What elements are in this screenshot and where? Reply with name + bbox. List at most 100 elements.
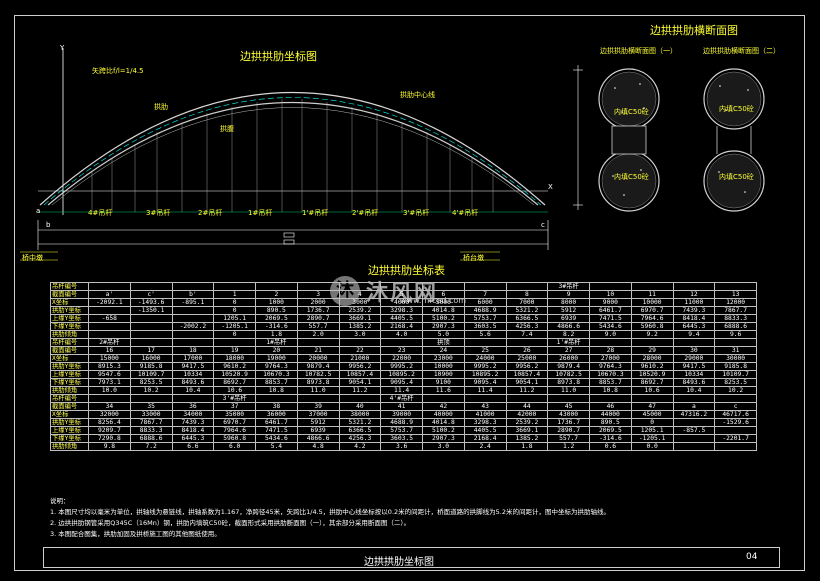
- table-cell: [338, 394, 382, 403]
- table-cell: 1.8: [505, 442, 549, 451]
- table-cell: [463, 394, 507, 403]
- table-cell: 8493.6: [672, 378, 716, 387]
- table-cell: 9417.5: [672, 362, 716, 371]
- table-cell: 5100.2: [422, 426, 465, 435]
- table-cell: [171, 330, 215, 339]
- table-cell: 9.4: [672, 330, 716, 339]
- table-cell: 9209.7: [88, 426, 131, 435]
- table-cell: [672, 442, 716, 451]
- table-cell: 41: [380, 402, 423, 411]
- table-cell: 8853.7: [255, 378, 298, 387]
- table-cell: 557.7: [296, 322, 340, 331]
- table-cell: 11.2: [338, 386, 382, 395]
- table-cell: 2907.3: [422, 322, 465, 331]
- table-cell: 20000: [296, 354, 340, 363]
- table-cell: 9764.3: [589, 362, 632, 371]
- table-cell: 8256.4: [88, 418, 131, 427]
- table-cell: 26000: [547, 354, 590, 363]
- table-cell: 6970.7: [630, 306, 674, 315]
- row-header: 上缘Y坐标: [50, 370, 89, 379]
- sheet-number: 04: [746, 552, 758, 562]
- table-cell: 10520.9: [630, 370, 674, 379]
- table-cell: 7973.1: [88, 378, 131, 387]
- table-cell: 24: [422, 346, 465, 355]
- station-label: 4'#吊杆: [452, 209, 479, 217]
- table-cell: 8692.7: [630, 378, 674, 387]
- table-cell: 1.8: [255, 330, 298, 339]
- drawing-frame: [14, 15, 805, 571]
- table-cell: 10: [589, 290, 632, 299]
- table-cell: 4256.3: [505, 322, 549, 331]
- table-cell: [296, 394, 340, 403]
- table-cell: 890.5: [589, 418, 632, 427]
- table-cell: 6939: [296, 426, 340, 435]
- section-two-drawing: [703, 68, 765, 212]
- table-cell: 37000: [296, 410, 340, 419]
- table-cell: 30: [672, 346, 716, 355]
- table-cell: 11.4: [463, 386, 507, 395]
- table-cell: [589, 338, 632, 347]
- table-cell: [505, 282, 549, 291]
- y-axis-label: Y: [60, 44, 65, 52]
- table-cell: 8853.7: [589, 378, 632, 387]
- table-cell: 4.8: [296, 442, 340, 451]
- table-cell: 16: [88, 346, 131, 355]
- station-label: 2#吊杆: [198, 209, 223, 217]
- table-cell: 18: [171, 346, 215, 355]
- table-cell: 0.6: [589, 442, 632, 451]
- table-cell: -1350.1: [129, 306, 173, 315]
- table-cell: [171, 338, 215, 347]
- table-cell: [672, 338, 716, 347]
- table-cell: [296, 338, 340, 347]
- table-cell: [380, 338, 423, 347]
- note-line: 2. 边拱拱肋钢管采用Q345C（16Mn）钢，拱肋内填筑C50砼，截面形式采用…: [50, 519, 411, 527]
- table-cell: 3669.1: [505, 426, 549, 435]
- table-cell: [505, 338, 549, 347]
- table-cell: 17: [129, 346, 173, 355]
- table-cell: 10.6: [630, 386, 674, 395]
- row-header: 拱肋Y坐标: [50, 362, 89, 371]
- row-header: 拱肋倾角: [50, 330, 89, 339]
- table-cell: 8418.4: [672, 314, 716, 323]
- table-cell: 3#吊杆: [547, 282, 590, 291]
- table-cell: 3: [296, 290, 340, 299]
- table-cell: 7471.5: [255, 426, 298, 435]
- table-cell: 22: [338, 346, 382, 355]
- table-cell: 38000: [338, 410, 382, 419]
- table-cell: 2#吊杆: [88, 338, 131, 347]
- table-cell: [630, 282, 674, 291]
- table-cell: 4014.8: [422, 418, 465, 427]
- table-cell: 6461.7: [255, 418, 298, 427]
- table-cell: 6366.5: [505, 314, 549, 323]
- table-cell: 5000: [422, 298, 465, 307]
- station-label: 2'#吊杆: [352, 209, 379, 217]
- table-cell: 8833.3: [129, 426, 173, 435]
- table-cell: 7.4: [505, 330, 549, 339]
- table-cell: [589, 282, 632, 291]
- table-cell: 0.0: [630, 442, 674, 451]
- table-cell: 4866.6: [296, 434, 340, 443]
- table-cell: [171, 306, 215, 315]
- table-cell: 9000: [589, 298, 632, 307]
- table-cell: 32000: [88, 410, 131, 419]
- table-cell: -895.1: [171, 298, 215, 307]
- table-cell: 5.0: [422, 330, 465, 339]
- table-cell: 2069.5: [589, 426, 632, 435]
- table-cell: -2002.2: [171, 322, 215, 331]
- row-header: 下缘Y坐标: [50, 378, 89, 387]
- table-cell: 9764.3: [255, 362, 298, 371]
- table-cell: [630, 338, 674, 347]
- table-cell: [129, 282, 173, 291]
- table-cell: 2539.2: [505, 418, 549, 427]
- table-cell: b': [171, 290, 215, 299]
- table-cell: 5.6: [463, 330, 507, 339]
- table-cell: 7867.7: [129, 418, 173, 427]
- table-cell: 5434.6: [589, 322, 632, 331]
